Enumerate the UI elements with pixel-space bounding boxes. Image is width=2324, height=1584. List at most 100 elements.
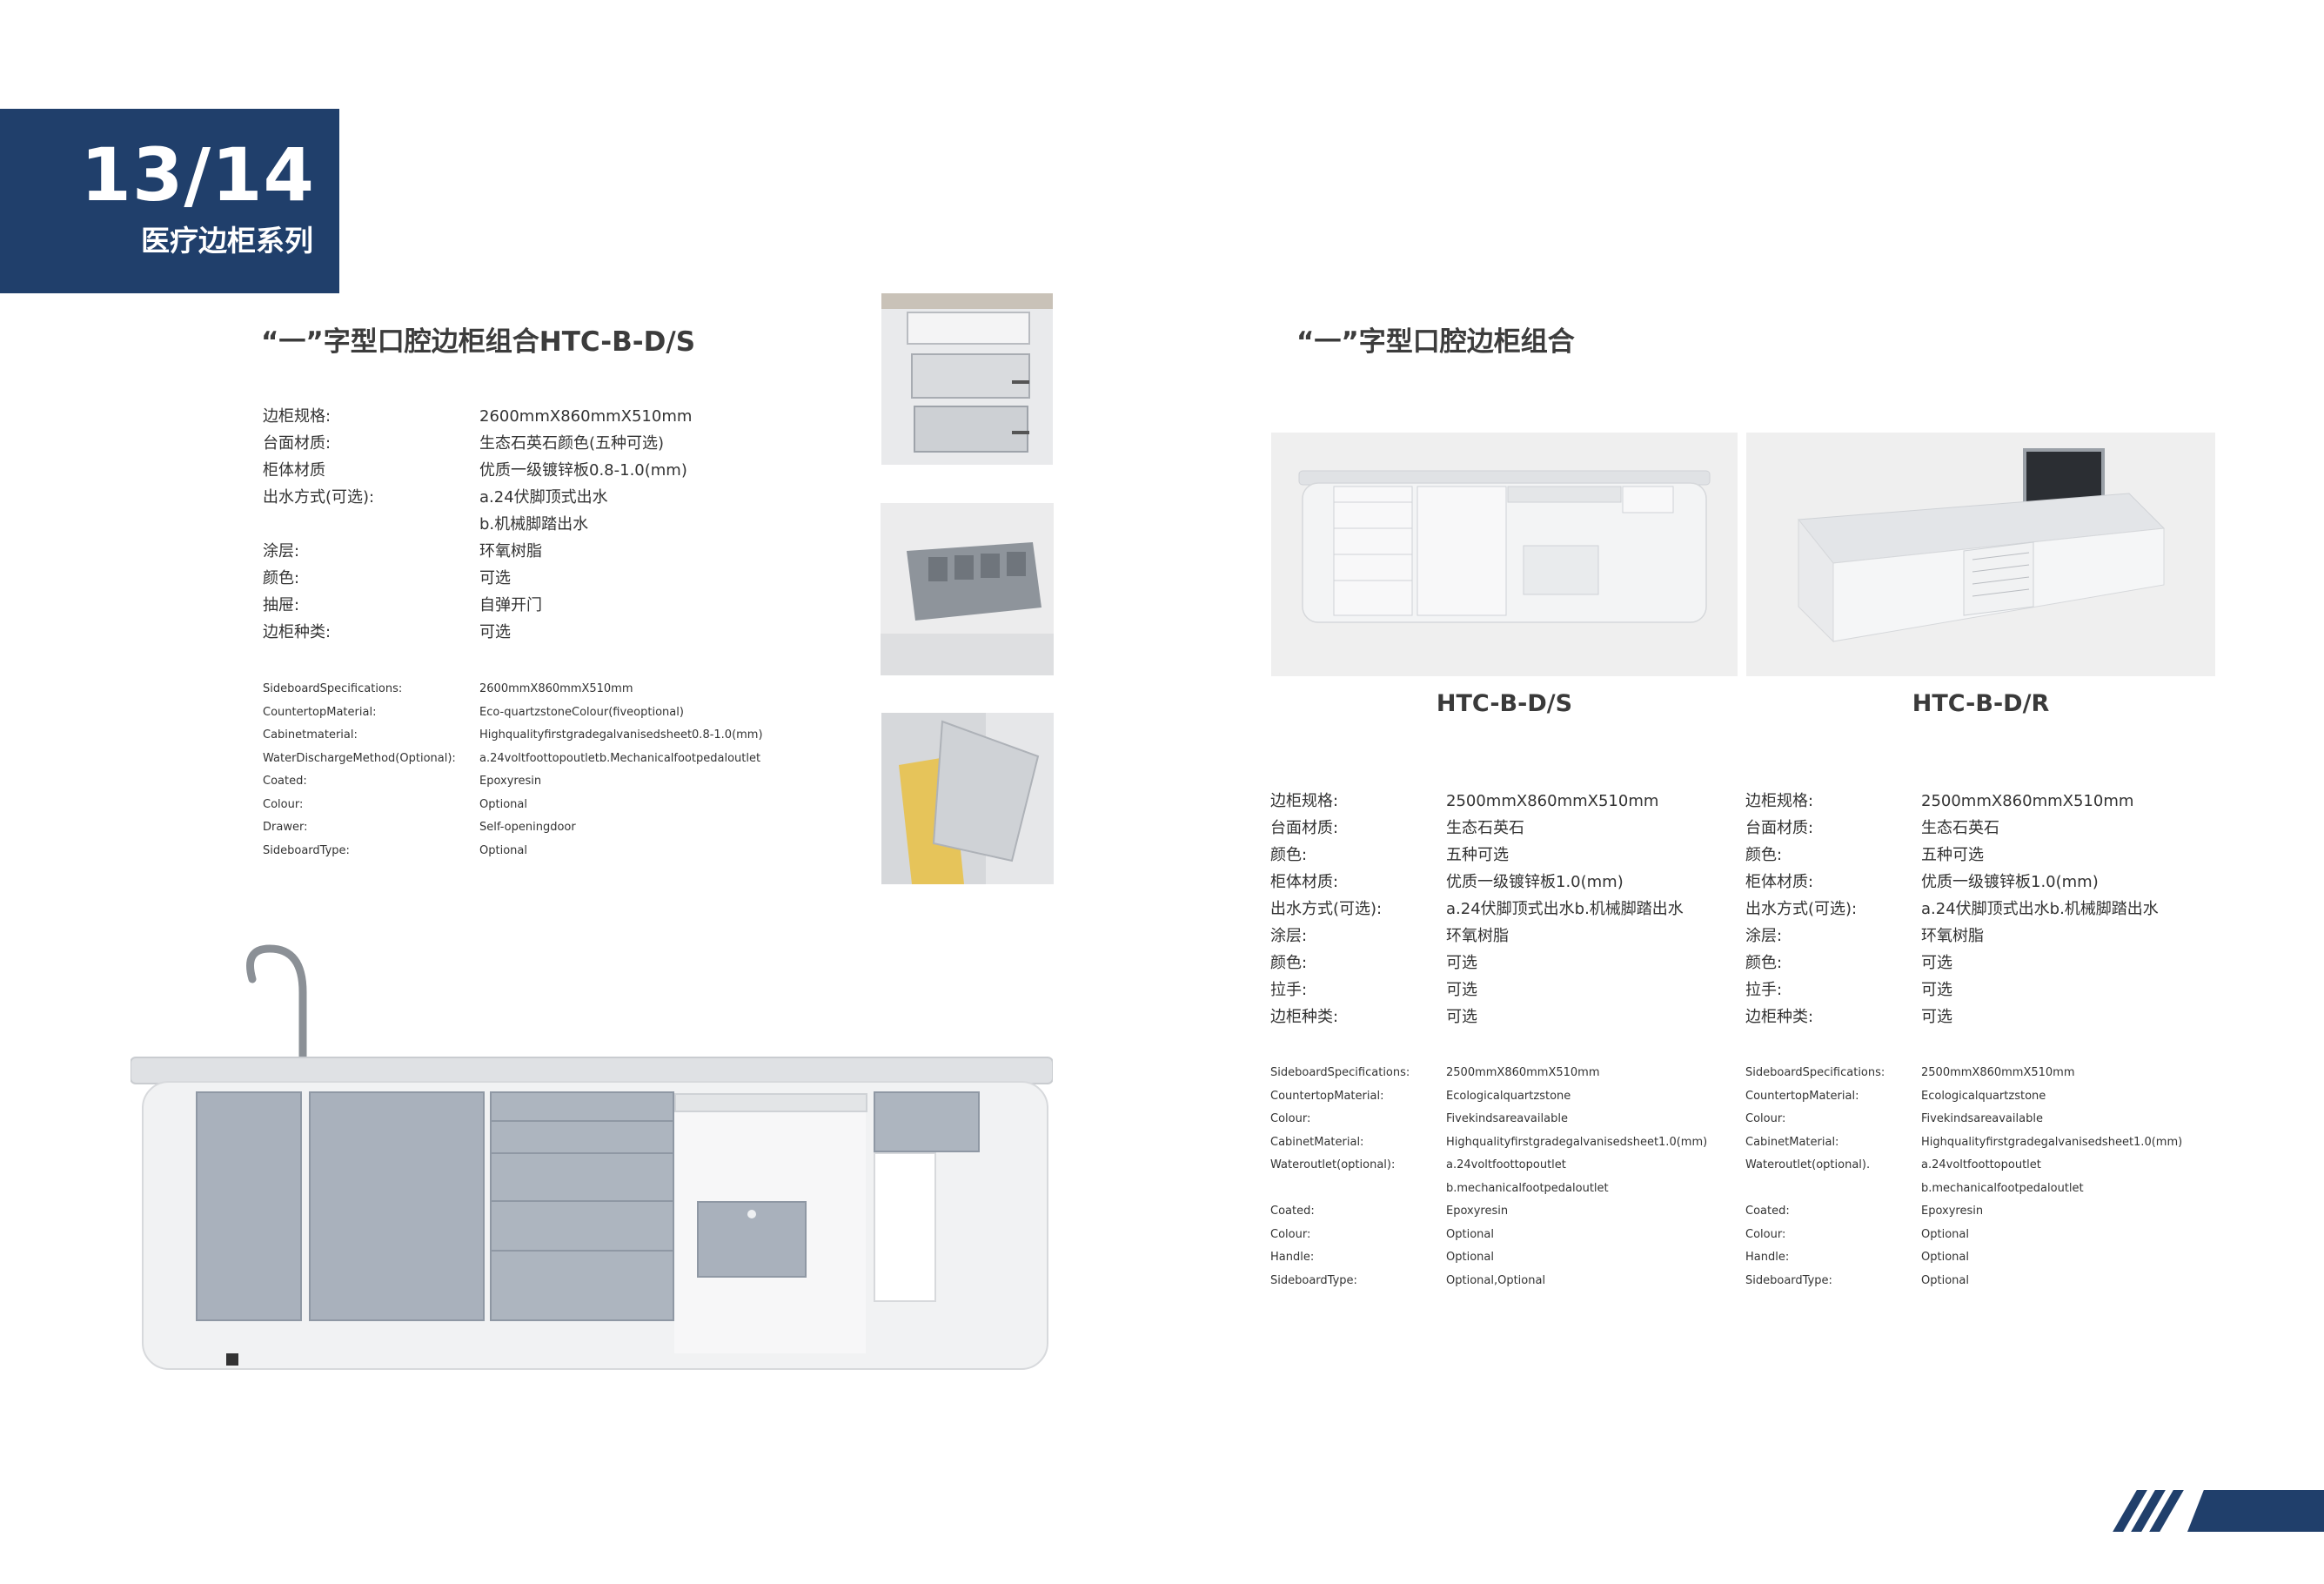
spec-value: 2500mmX860mmX510mm — [1921, 1066, 2075, 1079]
spec-value: 优质一级镀锌板1.0(mm) — [1921, 873, 2099, 891]
spec-value: 自弹开门 — [479, 596, 542, 614]
spec-value: 生态石英石颜色(五种可选) — [479, 434, 665, 453]
spec-label: 边柜种类: — [1270, 1008, 1339, 1026]
spec-label: 颜色: — [263, 569, 300, 587]
drawers-illustration — [881, 293, 1053, 465]
spec-label: 边柜种类: — [263, 623, 332, 641]
spec-value: Optional,Optional — [1446, 1273, 1546, 1287]
spec-label: 台面材质: — [1745, 819, 1814, 837]
model-label-hr: HTC-B-D/R — [1912, 690, 2050, 717]
spec-label: Colour: — [263, 797, 304, 811]
spec-label: 柜体材质: — [1270, 873, 1339, 891]
spec-value: Highqualityfirstgradegalvanisedsheet0.8-… — [479, 728, 763, 742]
spec-value: Optional — [1921, 1273, 1969, 1287]
spec-row: Coated:Epoxyresin — [1270, 1200, 1740, 1224]
spec-row: SideboardSpecifications: 2600mmX860mmX510… — [263, 678, 872, 701]
spec-row: SideboardType:Optional — [263, 840, 872, 863]
spec-value: 2500mmX860mmX510mm — [1921, 792, 2134, 810]
model-label-hs: HTC-B-D/S — [1436, 690, 1573, 717]
footer-decoration — [2113, 1490, 2324, 1532]
spec-label: SideboardType: — [1745, 1273, 1832, 1287]
spec-value: Fivekindsareavailable — [1921, 1112, 2043, 1125]
spec-label: Colour: — [1745, 1227, 1786, 1241]
spec-value: 环氧树脂 — [1921, 927, 1984, 945]
spec-row: 柜体材质 优质一级镀锌板0.8-1.0(mm) — [263, 457, 820, 484]
spec-row: 边柜种类:可选 — [263, 619, 820, 646]
spec-value: 2600mmX860mmX510mm — [479, 682, 633, 695]
spec-row: 台面材质:生态石英石 — [1745, 815, 2233, 842]
spec-value: 优质一级镀锌板1.0(mm) — [1446, 873, 1624, 891]
detail-photo-bin — [881, 713, 1054, 884]
detail-photo-tray — [881, 503, 1054, 675]
spec-value: Eco-quartzstoneColour(fiveoptional) — [479, 705, 684, 719]
spec-value: 可选 — [1446, 981, 1477, 999]
hr-specs-en: SideboardSpecifications: 2500mmX860mmX510… — [1745, 1062, 2233, 1292]
spec-value: 环氧树脂 — [1446, 927, 1509, 945]
main-cabinet-image — [130, 944, 1054, 1388]
spec-row: 边柜种类:可选 — [1270, 1003, 1740, 1030]
right-title: “一”字型口腔边柜组合 — [1296, 326, 1575, 358]
left-title: “一”字型口腔边柜组合HTC-B-D/S — [261, 326, 696, 358]
spec-label: 拉手: — [1745, 981, 1783, 999]
spec-label: 颜色: — [1745, 954, 1783, 972]
spec-value: 可选 — [1921, 981, 1952, 999]
spec-row: Drawer:Self-openingdoor — [263, 816, 872, 840]
spec-label: 边柜规格: — [263, 407, 332, 426]
spec-label: 边柜规格: — [1270, 792, 1339, 810]
spec-label: SideboardSpecifications: — [1270, 1066, 1410, 1079]
spec-label: 涂层: — [1745, 927, 1783, 945]
spec-value: 可选 — [1446, 954, 1477, 972]
spec-label: 出水方式(可选): — [1745, 900, 1858, 918]
spec-row: CountertopMaterial:Ecologicalquartzstone — [1745, 1085, 2233, 1109]
spec-row: 涂层: 环氧树脂 — [1745, 923, 2233, 950]
spec-label: CountertopMaterial: — [263, 705, 377, 719]
spec-row: b.机械脚踏出水 — [263, 511, 820, 538]
spec-label: 抽屉: — [263, 596, 300, 614]
spec-row: 拉手: 可选 — [1745, 977, 2233, 1003]
spec-value: Ecologicalquartzstone — [1446, 1089, 1571, 1103]
spec-row: Coated: Epoxyresin — [263, 770, 872, 794]
spec-row: 柜体材质:优质一级镀锌板1.0(mm) — [1745, 869, 2233, 896]
spec-label: SideboardSpecifications: — [263, 682, 403, 695]
spec-label: Wateroutlet(optional). — [1745, 1158, 1871, 1171]
spec-label: 颜色: — [1745, 846, 1783, 864]
spec-value: 2500mmX860mmX510mm — [1446, 1066, 1600, 1079]
spec-label: SideboardSpecifications: — [1745, 1066, 1885, 1079]
hs-specs-en: SideboardSpecifications: 2500mmX860mmX510… — [1270, 1062, 1740, 1292]
spec-label: Wateroutlet(optional): — [1270, 1158, 1396, 1171]
cabinet-illustration — [130, 944, 1054, 1370]
spec-label: 颜色: — [1270, 846, 1308, 864]
spec-row: SideboardType: Optional — [1745, 1270, 2233, 1293]
left-specs-cn: 边柜规格:2600mmX860mmX510mm 台面材质:生态石英石颜色(五种可… — [263, 403, 820, 646]
spec-row: CountertopMaterial:Ecologicalquartzstone — [1270, 1085, 1740, 1109]
spec-value: a.24伏脚顶式出水b.机械脚踏出水 — [1921, 900, 2159, 918]
spec-label: 台面材质: — [1270, 819, 1339, 837]
spec-label: 拉手: — [1270, 981, 1308, 999]
spec-value: 优质一级镀锌板0.8-1.0(mm) — [479, 461, 687, 480]
spec-row: 出水方式(可选):a.24伏脚顶式出水 — [263, 484, 820, 511]
spec-value: b.机械脚踏出水 — [479, 515, 589, 534]
spec-row: SideboardSpecifications: 2500mmX860mmX510… — [1745, 1062, 2233, 1085]
spec-row: 颜色:可选 — [1270, 950, 1740, 977]
spec-row: Colour: Optional — [263, 794, 872, 817]
spec-value: Fivekindsareavailable — [1446, 1112, 1568, 1125]
series-name: 医疗边柜系列 — [141, 224, 313, 258]
spec-label: Coated: — [263, 775, 307, 788]
left-specs-en: SideboardSpecifications: 2600mmX860mmX510… — [263, 678, 872, 862]
spec-label: 涂层: — [263, 542, 300, 560]
spec-value: a.24伏脚顶式出水b.机械脚踏出水 — [1446, 900, 1684, 918]
spec-row: SideboardSpecifications: 2500mmX860mmX510… — [1270, 1062, 1740, 1085]
spec-value: a.24伏脚顶式出水 — [479, 488, 608, 507]
spec-row: 边柜规格:2600mmX860mmX510mm — [263, 403, 820, 430]
spec-value: Optional — [479, 843, 527, 857]
page-badge: 13/14 医疗边柜系列 — [0, 109, 339, 293]
spec-row: 台面材质:生态石英石 — [1270, 815, 1740, 842]
spec-value: Optional — [1446, 1251, 1494, 1264]
spec-row: Coated:Epoxyresin — [1745, 1200, 2233, 1224]
spec-row: 颜色:可选 — [1745, 950, 2233, 977]
spec-row: SideboardType:Optional,Optional — [1270, 1270, 1740, 1293]
spec-value: Optional — [479, 797, 527, 811]
spec-label: 柜体材质 — [263, 461, 325, 480]
spec-row: 抽屉: 自弹开门 — [263, 592, 820, 619]
spec-value: Epoxyresin — [479, 775, 542, 788]
